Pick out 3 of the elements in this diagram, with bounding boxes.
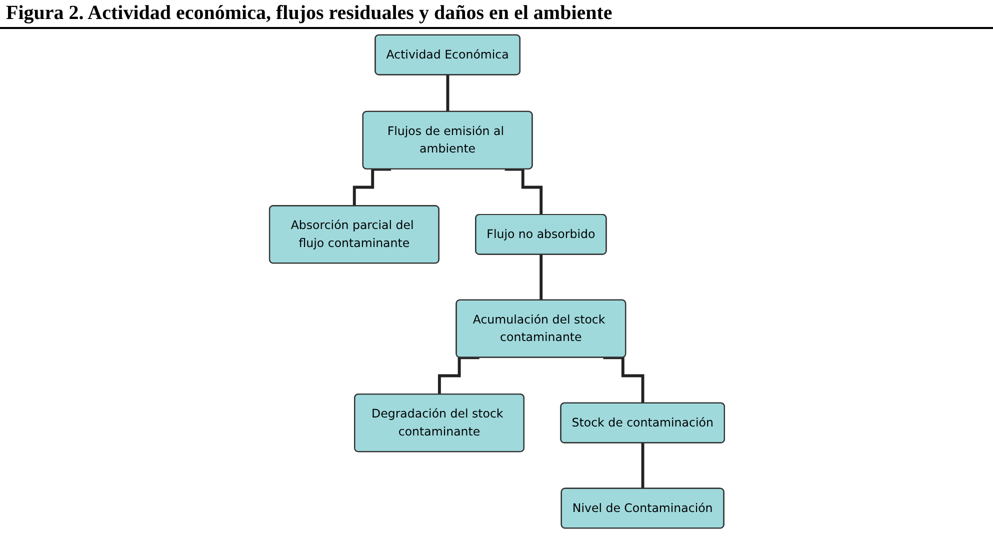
- connector: [437, 356, 479, 396]
- figure-title: Figura 2. Actividad económica, flujos residuales y daños en el ambiente: [0, 0, 993, 29]
- connector: [504, 168, 542, 216]
